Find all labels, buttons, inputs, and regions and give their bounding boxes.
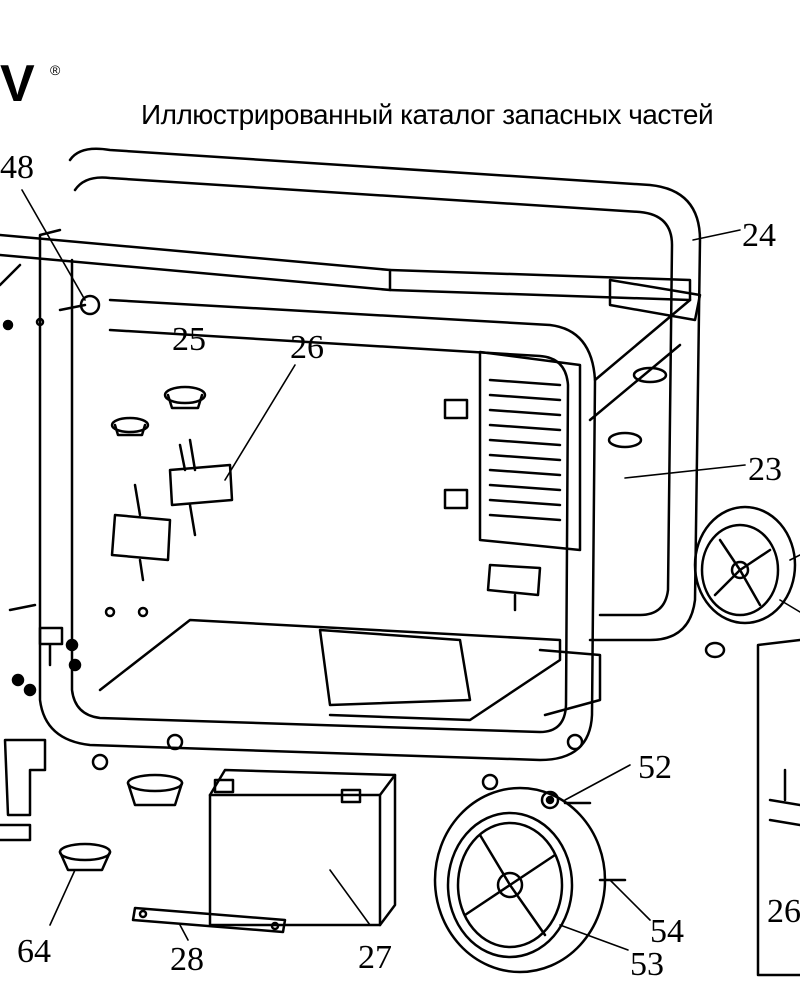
front-wheel-part-53	[433, 786, 627, 974]
base-plate	[98, 618, 602, 722]
callout-28: 28	[170, 941, 204, 978]
callout-52: 52	[638, 749, 672, 786]
callout-48: 48	[0, 149, 34, 186]
callout-26: 26	[290, 329, 324, 366]
strap-part-28	[131, 906, 287, 934]
mount-part-26	[110, 438, 542, 612]
page-title: Иллюстрированный каталог запасных частей	[141, 99, 714, 130]
inset-panel	[756, 638, 800, 977]
callout-26-inset: 26	[767, 893, 800, 930]
callout-23: 23	[748, 451, 782, 488]
registered-mark: ®	[50, 62, 61, 78]
callout-24: 24	[742, 217, 776, 254]
small-fasteners	[2, 317, 149, 697]
callout-64: 64	[17, 933, 51, 970]
leader-lines	[21, 189, 800, 951]
callout-27: 27	[358, 939, 392, 976]
bolt-part-48	[58, 294, 101, 316]
callout-53: 53	[630, 946, 664, 983]
rear-wheel	[693, 505, 797, 659]
bumper-feet-part-25	[110, 366, 668, 449]
battery-part-27	[208, 768, 397, 927]
bracket-left	[0, 738, 47, 842]
brand-logo: V	[0, 55, 35, 113]
callout-54: 54	[650, 913, 684, 950]
foot-part-64	[58, 733, 184, 872]
grille-panel	[443, 350, 582, 552]
nut-part-52	[481, 733, 592, 810]
callouts: 48 24 25 26 23 52 54 53 64 28 27 26	[0, 149, 800, 983]
callout-25: 25	[172, 321, 206, 358]
frame-part-24	[0, 147, 702, 762]
